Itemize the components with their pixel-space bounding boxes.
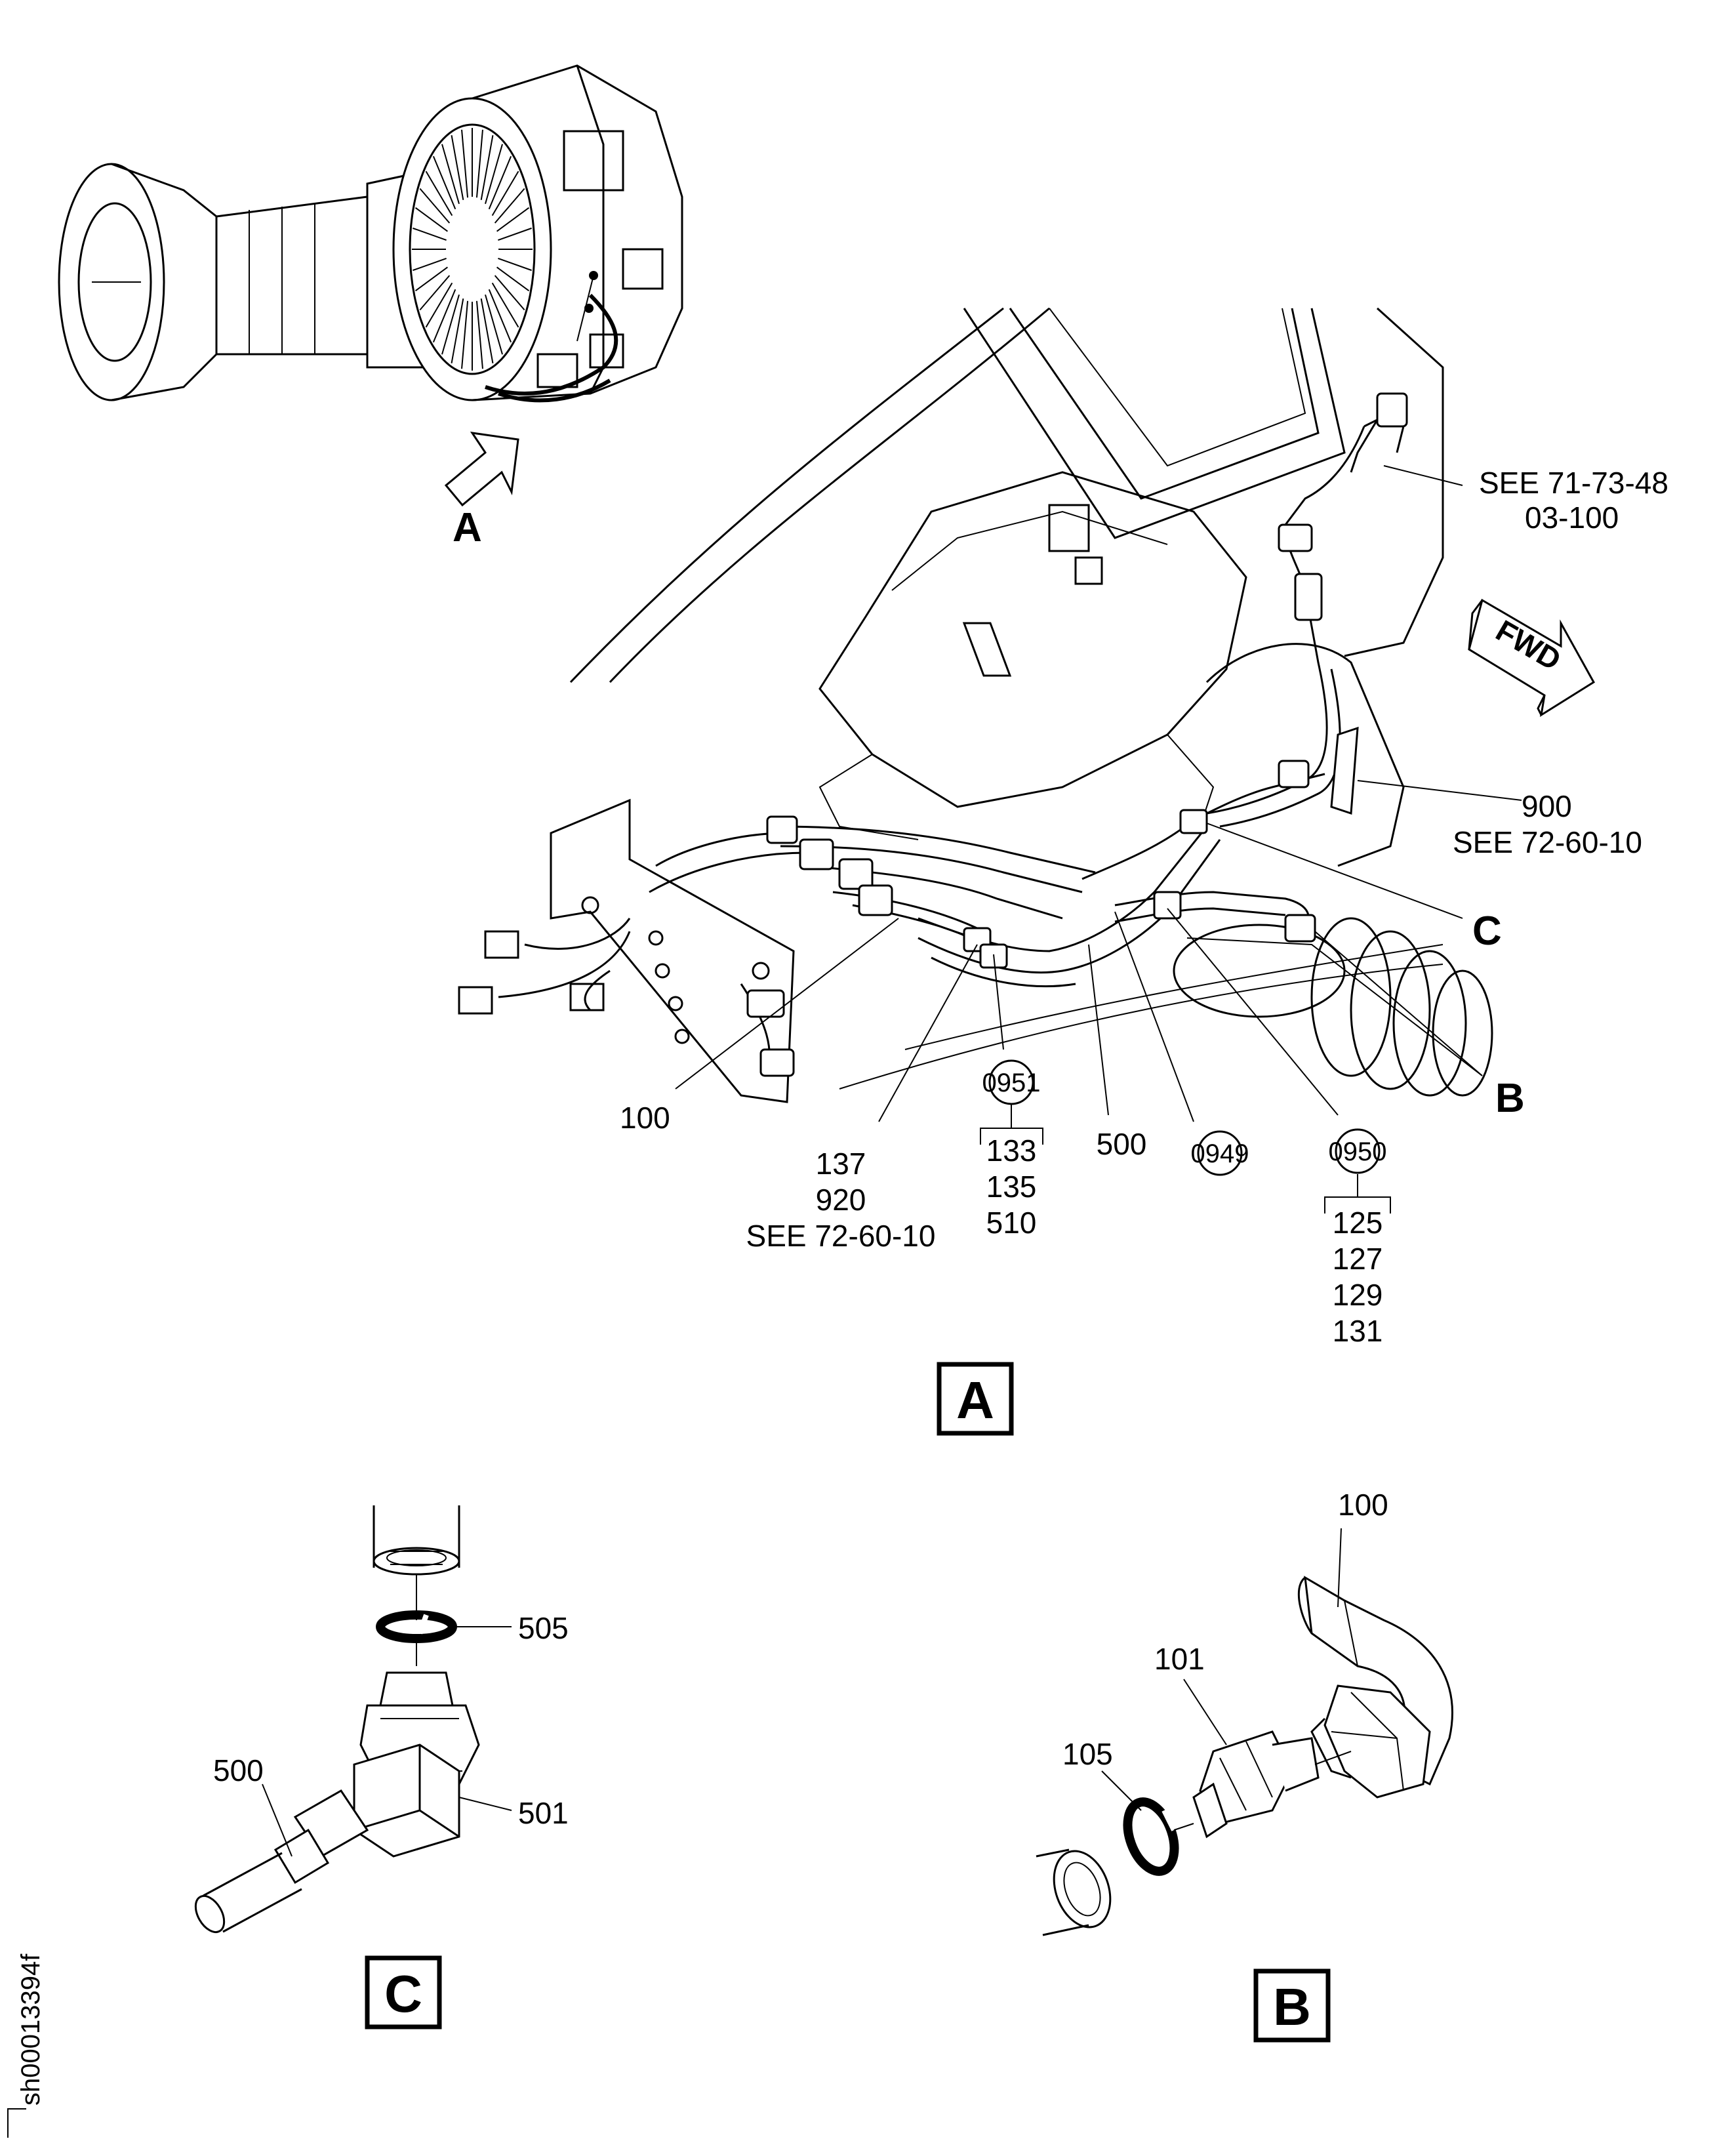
- item-135-label: 135: [986, 1170, 1037, 1204]
- view-a-leaders: [675, 465, 1522, 1213]
- engine-view-callout-a: A: [453, 505, 482, 550]
- item-505-label: 505: [518, 1611, 569, 1645]
- view-a-box: [937, 1362, 1014, 1436]
- item-900-label: 900: [1522, 789, 1572, 823]
- item-510-label: 510: [986, 1206, 1037, 1240]
- callout-c-letter: C: [1472, 908, 1502, 954]
- item-500-label: 500: [1097, 1127, 1147, 1161]
- view-c-box: [365, 1955, 442, 2029]
- code-0949: 0949: [1191, 1139, 1249, 1168]
- item-133-label: 133: [986, 1133, 1037, 1168]
- item-131-label: 131: [1333, 1314, 1383, 1348]
- view-b-box: [1253, 1968, 1331, 2043]
- code-circle-0949: [1197, 1130, 1243, 1176]
- item-920-label: 920: [816, 1183, 866, 1217]
- item-125-label: 125: [1333, 1206, 1383, 1240]
- see-71-73-48-line2: 03-100: [1525, 500, 1619, 535]
- code-0951: 0951: [982, 1069, 1041, 1097]
- view-c-box-label: C: [384, 1965, 422, 2023]
- code-circle-0950: [1335, 1128, 1381, 1174]
- item-501-label-c: 501: [518, 1796, 569, 1830]
- item-129-label: 129: [1333, 1278, 1383, 1312]
- see-72-60-10-lower: SEE 72-60-10: [746, 1219, 936, 1253]
- fwd-arrow: [1468, 598, 1596, 718]
- code-circle-0951: [988, 1059, 1034, 1105]
- item-101-label: 101: [1154, 1642, 1205, 1676]
- callout-b-letter: B: [1495, 1076, 1525, 1121]
- view-c-drawing: [194, 1505, 512, 1933]
- view-b-drawing: [1036, 1528, 1453, 1936]
- view-a-box-label: A: [956, 1371, 994, 1429]
- engine-overview: [58, 64, 683, 507]
- code-0950: 0950: [1329, 1137, 1387, 1166]
- item-105-label: 105: [1062, 1737, 1113, 1771]
- item-100-label: 100: [620, 1101, 670, 1135]
- see-71-73-48-line1: SEE 71-73-48: [1479, 466, 1668, 500]
- sheet-id: sh00013394f: [16, 1953, 45, 2106]
- item-127-label: 127: [1333, 1242, 1383, 1276]
- item-500-label-c: 500: [213, 1753, 264, 1787]
- view-b-box-label: B: [1273, 1978, 1311, 2036]
- item-100-label-b: 100: [1338, 1488, 1388, 1522]
- view-a-drawing: [458, 307, 1493, 1103]
- see-72-60-10-upper: SEE 72-60-10: [1453, 825, 1642, 859]
- item-137-label: 137: [816, 1147, 866, 1181]
